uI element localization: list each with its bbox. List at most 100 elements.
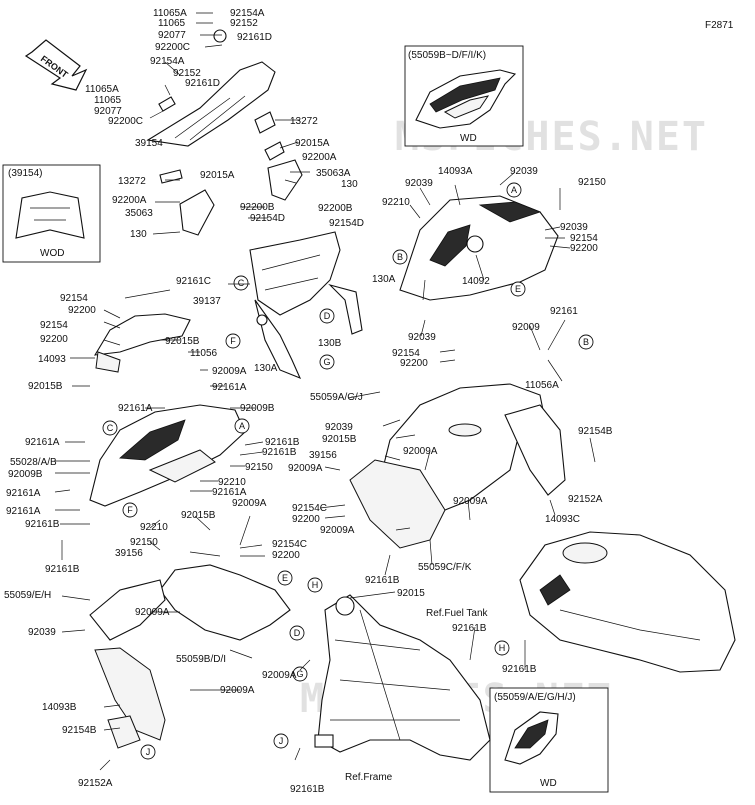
figure-code: F2871 (705, 20, 734, 31)
part-label: 92161D (237, 32, 272, 43)
part-label: 92009A (232, 498, 267, 509)
part-label: 92161D (185, 78, 220, 89)
callout-c-1: C (238, 278, 245, 288)
part-label: 92039 (408, 332, 436, 343)
part-label: 92009A (288, 463, 323, 474)
part-label: 92015B (28, 381, 63, 392)
callout-marks: A A B B C C D D E E F F G G H H J J (102, 182, 594, 760)
part-label: 55059B/D/I (176, 654, 226, 665)
part-label: 92200 (68, 305, 96, 316)
part-label: 14093C (545, 514, 580, 525)
part-label: 39137 (193, 296, 221, 307)
part-label: 92210 (382, 197, 410, 208)
part-label: 92161B (502, 664, 537, 675)
part-label: 11056A (525, 380, 559, 391)
part-label: 92200 (292, 514, 320, 525)
part-label: 92154D (329, 218, 364, 229)
part-label: 92009B (8, 469, 43, 480)
part-label: 11056 (190, 348, 218, 359)
part-label: 39154 (135, 138, 163, 149)
part-label: 92154C (272, 539, 307, 550)
part-label: 14092 (462, 276, 490, 287)
callout-d-2: D (294, 628, 301, 638)
part-label: 92161A (212, 382, 247, 393)
part-label: 130A (254, 363, 278, 374)
part-label: 92015A (295, 138, 330, 149)
part-label: 130 (341, 179, 358, 190)
meter-stay-frame (249, 231, 363, 380)
callout-b-2: B (583, 337, 589, 347)
part-label: 92161A (6, 488, 41, 499)
part-label: 92015B (181, 510, 216, 521)
part-label: 92039 (405, 178, 433, 189)
part-label: 92200 (400, 358, 428, 369)
part-label: 92152A (568, 494, 603, 505)
part-labels: 11065A 92154A 11065 92152 92077 92161D 9… (4, 8, 613, 795)
part-label: 14093B (42, 702, 77, 713)
part-label: 92161A (25, 437, 60, 448)
part-label: 55059C/F/K (418, 562, 472, 573)
part-label: 92210 (140, 522, 168, 533)
inset-title-55059bdfik: (55059B~D/F/I/K) (408, 50, 486, 61)
callout-d-1: D (324, 311, 331, 321)
part-label: 11065A (85, 84, 119, 95)
side-cowl-right (349, 383, 566, 549)
part-label: 92161A (212, 487, 247, 498)
part-label: 92154D (250, 213, 285, 224)
callout-a-2: A (239, 421, 245, 431)
callout-a-1: A (511, 185, 517, 195)
part-label: 92009A (320, 525, 355, 536)
part-label: 92150 (578, 177, 606, 188)
part-label: 92154A (150, 56, 185, 67)
part-label: 92154 (392, 348, 420, 359)
part-label: 14093A (438, 166, 473, 177)
part-label: 92161B (45, 564, 80, 575)
part-label: 92200C (155, 42, 190, 53)
callout-g-1: G (323, 357, 330, 367)
callout-j-1: J (146, 747, 151, 757)
part-label: 92152A (78, 778, 113, 789)
part-label: 92200 (570, 243, 598, 254)
callout-b-1: B (397, 252, 403, 262)
callout-f-2: F (127, 505, 133, 515)
part-label: 92161B (290, 784, 325, 795)
part-label: 92154B (62, 725, 97, 736)
part-label: 92009A (135, 607, 170, 618)
side-cowl-left (89, 564, 291, 749)
part-label: 130A (372, 274, 396, 285)
part-label: 13272 (290, 116, 318, 127)
part-label: 92015A (200, 170, 235, 181)
part-label: 92077 (94, 106, 122, 117)
part-label: 92200C (108, 116, 143, 127)
callout-h-1: H (312, 580, 319, 590)
part-label: 92161B (365, 575, 400, 586)
part-label: 92200B (240, 202, 275, 213)
part-label: 92154B (578, 426, 613, 437)
part-label: 92200 (40, 334, 68, 345)
ref-frame: Ref.Frame (345, 772, 393, 783)
part-label: 92152 (173, 68, 201, 79)
part-label: 92039 (325, 422, 353, 433)
part-label: 13272 (118, 176, 146, 187)
part-label: 92150 (245, 462, 273, 473)
part-label: 92009A (453, 496, 488, 507)
part-label: 92200 (272, 550, 300, 561)
part-label: 92161A (118, 403, 153, 414)
part-label: 11065 (94, 95, 122, 106)
part-label: 92200A (112, 195, 147, 206)
part-label: 92150 (130, 537, 158, 548)
part-label: 130 (130, 229, 147, 240)
callout-c-2: C (107, 423, 114, 433)
callout-f-1: F (230, 336, 236, 346)
part-label: 92161C (176, 276, 211, 287)
inset-title-39154: (39154) (8, 168, 42, 179)
part-label: 92015 (397, 588, 425, 599)
part-label: 92009A (220, 685, 255, 696)
part-label: 39156 (309, 450, 337, 461)
part-label: 55059/E/H (4, 590, 51, 601)
inset-39154 (2, 164, 101, 263)
front-arrow-icon (24, 39, 88, 91)
part-label: 92154 (60, 293, 88, 304)
part-label: 14093 (38, 354, 66, 365)
